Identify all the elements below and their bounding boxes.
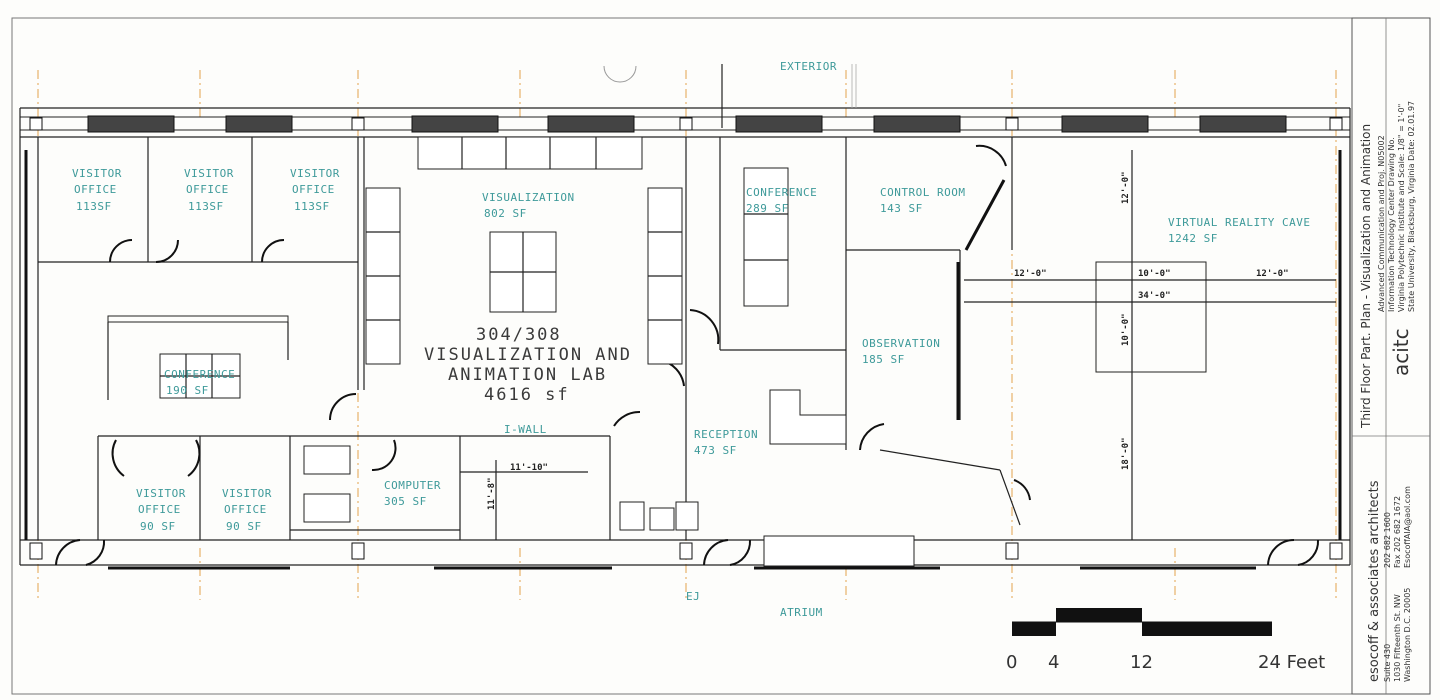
room-conf2-area: 289 SF [746,202,789,215]
scale-tick-0: 0 [1006,652,1017,673]
room-vo4-type: OFFICE [138,503,181,516]
tb-firm: esocoff & associates architects [1367,480,1382,682]
room-vo3-name: VISITOR [290,167,340,180]
tb-email: EsocoffAIA@aol.com [1403,486,1412,568]
room-reception-area: 473 SF [694,444,737,457]
dim-cave-left: 12'-0" [1014,269,1047,279]
room-observation-name: OBSERVATION [862,337,940,350]
tb-logo: acitc [1389,328,1413,376]
room-vo4-name: VISITOR [136,487,186,500]
room-conf1-area: 190 SF [166,384,209,397]
lab-title-line3: ANIMATION LAB [448,365,607,385]
tb-addr2: 1030 Fifteenth St. NW [1393,594,1402,682]
room-control-area: 143 SF [880,202,923,215]
tb-tel: 202 682 1600 [1383,512,1392,568]
tb-vsu: State University, Blacksburg, Virginia D… [1407,101,1416,312]
tb-title: Third Floor Part. Plan - Visualization a… [1359,124,1373,429]
dimension-labels: 11'-10" 11'-8" 12'-0" 10'-0" 12'-0" 34'-… [487,171,1289,510]
dim-cave-v-mid: 10'-0" [1121,313,1131,346]
cave-screen [964,150,1336,540]
dim-cave-v-top: 12'-0" [1121,171,1131,204]
room-viz-name: VISUALIZATION [482,191,575,204]
dim-iwall-v: 11'-8" [487,477,497,510]
conference-tables [159,167,915,567]
scale-tick-24: 24 Feet [1258,652,1325,673]
room-cave-area: 1242 SF [1168,232,1218,245]
dim-cave-mid: 10'-0" [1138,269,1171,279]
exterior-wall-bottom [20,539,1350,570]
label-ej: EJ [686,590,700,603]
room-vo3-area: 113SF [294,200,330,213]
lab-title-line2: VISUALIZATION AND [424,345,632,365]
room-conf1-name: CONFERENCE [164,368,235,381]
tb-proj: Advanced Communication and Proj. N05002 [1377,135,1386,312]
room-computer-name: COMPUTER [384,479,441,492]
tb-fax: Fax 202 682 1672 [1393,496,1402,568]
title-block: Third Floor Part. Plan - Visualization a… [1351,17,1431,695]
room-vo2-area: 113SF [188,200,224,213]
lab-title: 304/308 VISUALIZATION AND ANIMATION LAB … [424,325,632,405]
room-vo3-type: OFFICE [292,183,335,196]
scale-tick-12: 12 [1130,652,1153,673]
room-computer-area: 305 SF [384,495,427,508]
dim-cave-right: 12'-0" [1256,269,1289,279]
doors [55,144,1320,566]
tb-addr3: Washington D.C. 20005 [1403,588,1412,682]
interior-walls [37,137,1021,540]
room-viz-area: 802 SF [484,207,527,220]
lab-title-line1: 304/308 [476,325,562,345]
room-reception-name: RECEPTION [694,428,758,441]
label-iwall: I-WALL [504,423,547,436]
room-vo4-area: 90 SF [140,520,176,533]
room-observation-area: 185 SF [862,353,905,366]
dim-cave-total: 34'-0" [1138,291,1171,301]
tb-vpi: Virginia Polytechnic Institute and Scale… [1397,104,1406,312]
label-exterior: EXTERIOR [780,60,837,73]
room-vo1-name: VISITOR [72,167,122,180]
room-vo1-area: 113SF [76,200,112,213]
room-conf2-name: CONFERENCE [746,186,817,199]
room-vo5-name: VISITOR [222,487,272,500]
scale-tick-4: 4 [1048,652,1059,673]
room-control-name: CONTROL ROOM [880,186,965,199]
room-labels: VISITOR OFFICE 113SF VISITOR OFFICE 113S… [72,167,1310,533]
tb-addr1: Suite 430 [1383,644,1392,682]
scale-bar: 0 4 12 24 Feet [1006,608,1325,673]
dim-iwall: 11'-10" [510,463,548,473]
room-vo1-type: OFFICE [74,183,117,196]
tb-itc: Information Technology Center Drawing No… [1387,137,1396,312]
room-vo2-type: OFFICE [186,183,229,196]
room-vo5-type: OFFICE [224,503,267,516]
label-atrium: ATRIUM [780,606,823,619]
lab-title-line4: 4616 sf [484,385,570,405]
exterior-wall-top [19,107,1351,138]
room-vo2-name: VISITOR [184,167,234,180]
workstations [365,136,683,365]
room-cave-name: VIRTUAL REALITY CAVE [1168,216,1310,229]
dim-cave-v-bot: 18'-0" [1121,437,1131,470]
room-vo5-area: 90 SF [226,520,262,533]
